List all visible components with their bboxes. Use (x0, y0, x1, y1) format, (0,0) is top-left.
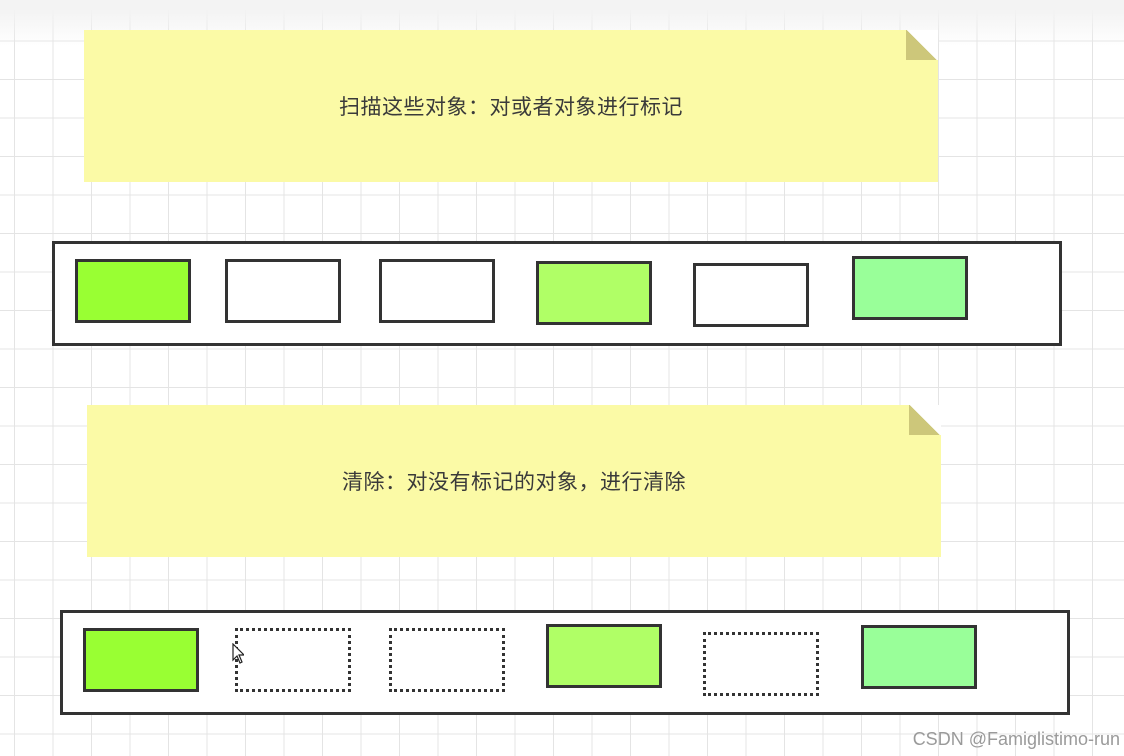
heap-object-4 (536, 261, 652, 325)
cleared-object-5 (703, 632, 819, 696)
watermark: CSDN @Famiglistimo-run (912, 729, 1120, 749)
heap-object-1 (83, 628, 199, 692)
cleared-object-2 (235, 628, 351, 692)
cleared-object-3 (389, 628, 505, 692)
heap-object-4 (546, 624, 662, 688)
heap-object-1 (75, 259, 191, 323)
sweep-note: 清除：对没有标记的对象，进行清除 (87, 405, 941, 557)
mouse-cursor-icon (232, 643, 244, 664)
note-fold-icon (909, 405, 941, 435)
sweep-note-text: 清除：对没有标记的对象，进行清除 (342, 470, 686, 494)
note-fold-icon (906, 30, 938, 60)
heap-object-6 (852, 256, 968, 320)
scan-heap-row (52, 241, 1062, 346)
heap-object-3 (379, 259, 495, 323)
scan-note-text: 扫描这些对象：对或者对象进行标记 (339, 95, 683, 119)
scan-note: 扫描这些对象：对或者对象进行标记 (84, 30, 938, 182)
heap-object-2 (225, 259, 341, 323)
heap-object-6 (861, 625, 977, 689)
heap-object-5 (693, 263, 809, 327)
sweep-heap-row (60, 610, 1070, 715)
